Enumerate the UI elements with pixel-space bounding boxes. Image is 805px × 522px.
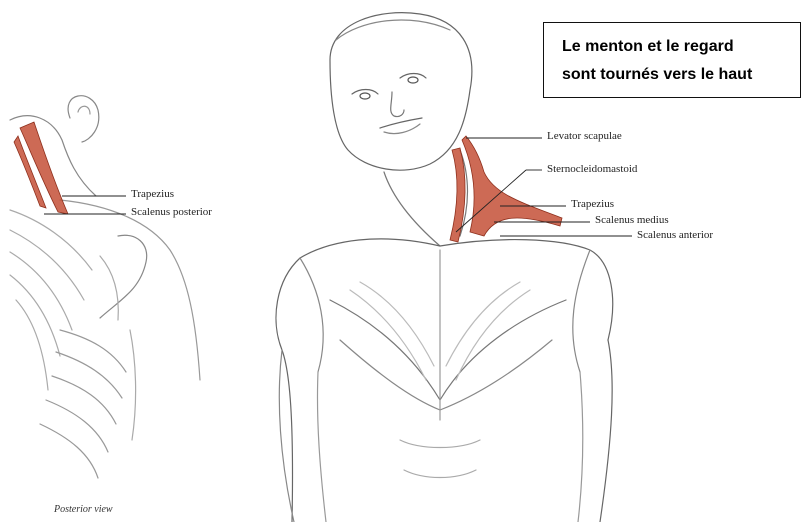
label-scalenus-posterior: Scalenus posterior: [131, 206, 212, 218]
label-scalenus-medius: Scalenus medius: [595, 214, 669, 226]
label-scalenus-anterior: Scalenus anterior: [637, 229, 713, 241]
label-trapezius-posterior: Trapezius: [131, 188, 174, 200]
instruction-note-box: Le menton et le regard sont tournés vers…: [543, 22, 801, 98]
note-line-1: Le menton et le regard: [562, 33, 800, 61]
note-line-2: sont tournés vers le haut: [562, 61, 800, 89]
caption-posterior-view: Posterior view: [54, 504, 113, 515]
label-trapezius-anterior: Trapezius: [571, 198, 614, 210]
label-sternocleidomastoid: Sternocleidomastoid: [547, 163, 637, 175]
label-levator-scapulae: Levator scapulae: [547, 130, 622, 142]
anterior-neck-muscle-highlight: [462, 136, 562, 236]
